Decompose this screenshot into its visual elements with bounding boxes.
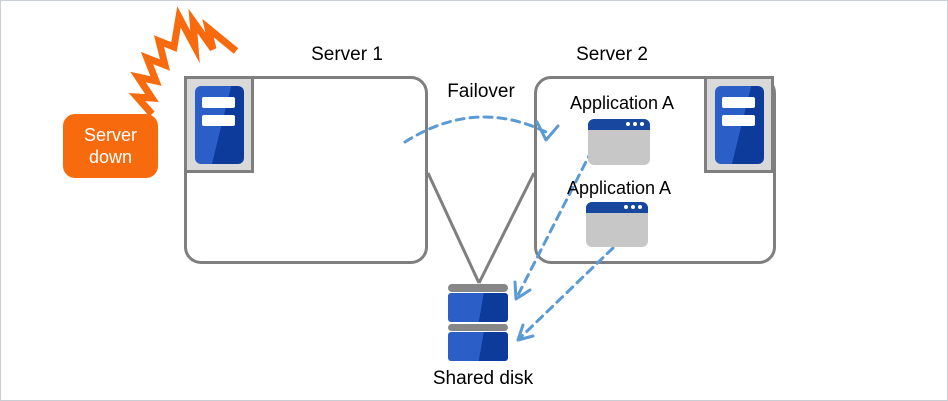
server-icon bbox=[184, 76, 254, 173]
disk-access-arrowhead-1-icon bbox=[513, 280, 532, 301]
server-tower-shape bbox=[195, 86, 244, 164]
server-icon bbox=[704, 76, 774, 173]
server-down-label: Server down bbox=[83, 125, 137, 167]
server-slot bbox=[722, 97, 755, 108]
app-window-titlebar bbox=[588, 119, 650, 130]
server2-disk-link bbox=[477, 172, 536, 284]
app-window-icon bbox=[588, 119, 650, 165]
server-slot bbox=[202, 97, 235, 108]
failover-label: Failover bbox=[447, 81, 515, 102]
server1-label: Server 1 bbox=[311, 44, 383, 65]
shared-disk-icon bbox=[448, 284, 508, 361]
server1-disk-link bbox=[426, 172, 481, 284]
disk-body bbox=[448, 293, 508, 322]
app-window-icon bbox=[586, 202, 648, 247]
disk-access-arrowhead-2-icon bbox=[516, 323, 535, 342]
application-a-label: Application A bbox=[569, 93, 675, 113]
app-window-dots-icon bbox=[624, 205, 642, 209]
server-down-callout: Server down bbox=[63, 114, 158, 178]
server-slot bbox=[722, 115, 755, 126]
application-a-label: Application A bbox=[566, 178, 672, 198]
server-slot bbox=[202, 115, 235, 126]
disk-body bbox=[448, 332, 508, 361]
shared-disk-label: Shared disk bbox=[432, 368, 534, 389]
disk-cap bbox=[448, 324, 508, 331]
app-window-titlebar bbox=[586, 202, 648, 213]
server-tower-shape bbox=[715, 86, 764, 164]
app-window-dots-icon bbox=[626, 122, 644, 126]
server2-label: Server 2 bbox=[576, 44, 648, 65]
disk-cap bbox=[448, 284, 508, 292]
